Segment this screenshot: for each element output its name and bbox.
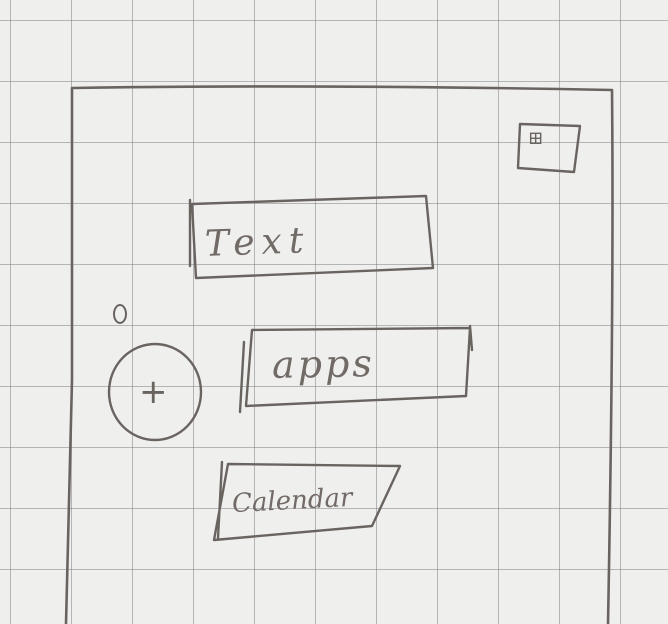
text-box-label: Text (204, 220, 311, 265)
calendar-button-label: Calendar (231, 482, 354, 520)
plus-icon: + (139, 372, 168, 412)
grid-icon: ⊞ (528, 128, 544, 149)
apps-button-label: apps (271, 341, 376, 387)
pencil-dot (113, 304, 127, 324)
